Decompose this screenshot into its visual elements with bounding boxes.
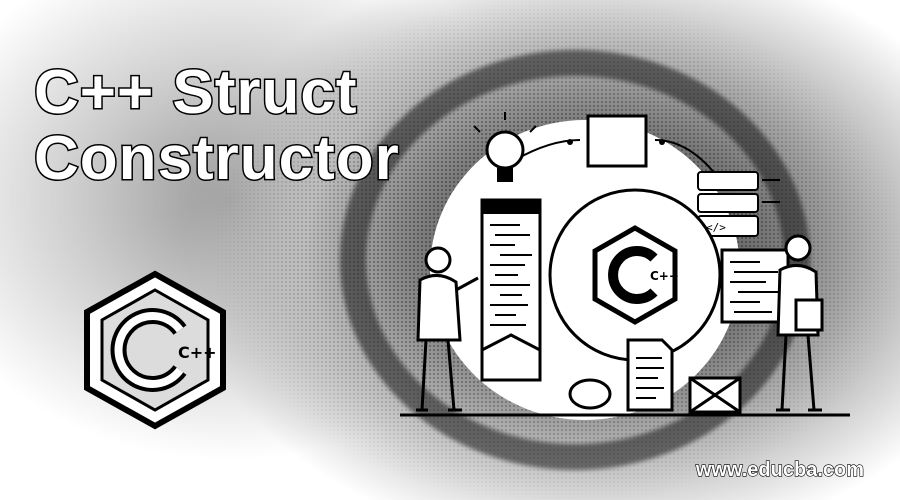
code-card-label: </> [706,221,726,234]
title-line-2: Constructor [33,124,401,193]
site-url[interactable]: www.educba.com [695,458,864,481]
page-title: C++ Struct Constructor [33,58,401,193]
person-right-figure [776,234,824,412]
document-icon [626,338,674,412]
title-line-1: C++ Struct [33,58,359,127]
center-cpp-badge: C++ [548,188,722,362]
code-panel-left [480,198,542,382]
developers-illustration: </> C++ [400,112,850,417]
cpp-logo-icon: C++ [84,270,226,430]
logo-cpp-label: C++ [178,343,217,362]
lightbulb-icon [473,112,537,182]
center-logo-label: C++ [650,269,679,283]
desk-box-icon [568,376,742,414]
person-left-figure [416,246,479,412]
blank-card-icon [586,114,648,168]
server-stack-icon: </> [697,171,780,237]
